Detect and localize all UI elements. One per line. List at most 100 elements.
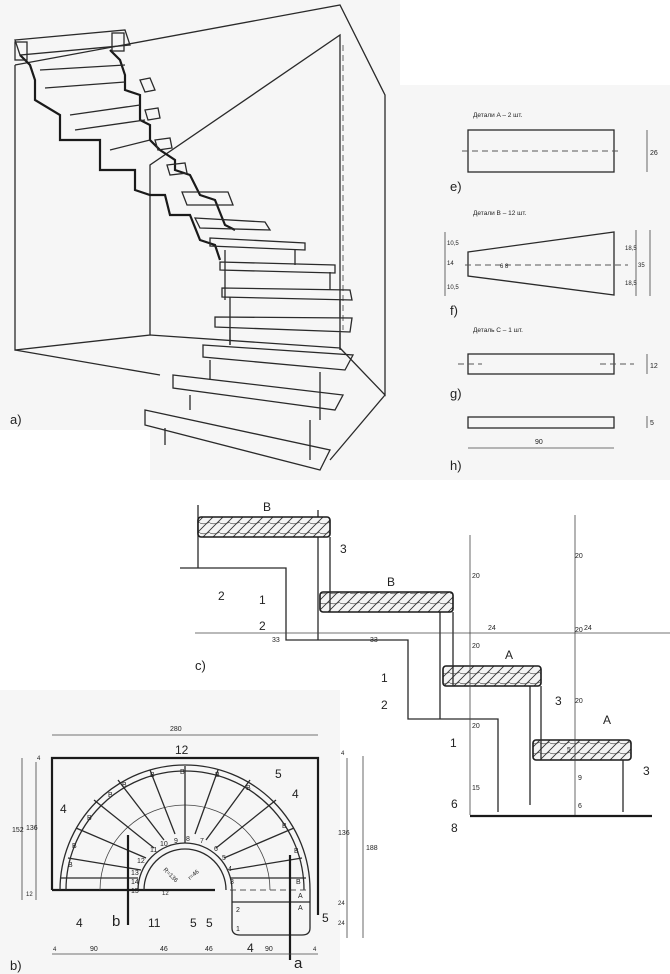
tread-letter-9: B xyxy=(246,785,251,792)
tread-letter-3: B xyxy=(87,815,92,822)
plan-callout-11: 11 xyxy=(148,916,161,930)
step-6: 6 xyxy=(214,846,218,853)
detail-g-title: Деталь C – 1 шт. xyxy=(473,327,523,334)
label-a: a) xyxy=(10,412,22,427)
tread-a-2 xyxy=(532,739,632,761)
detail-f-inner: 6 8 xyxy=(500,264,509,270)
tread-letter-2: B xyxy=(72,843,77,850)
section-tread-label-1: B xyxy=(263,500,271,514)
plan-view: 280 b xyxy=(0,690,378,974)
plan-callout-5: 5 xyxy=(275,767,282,781)
callout-8: 8 xyxy=(451,821,458,835)
step-12: 12 xyxy=(137,858,145,865)
tread-b-1 xyxy=(197,516,331,538)
step-9: 9 xyxy=(174,838,178,845)
label-h: h) xyxy=(450,458,462,473)
step-8: 8 xyxy=(186,836,190,843)
dim-24-a: 24 xyxy=(488,625,496,632)
detail-g-height: 12 xyxy=(650,363,658,370)
stair-treads xyxy=(39,64,355,471)
step-2: 2 xyxy=(236,907,240,914)
step-4: 4 xyxy=(228,866,232,873)
callout-1: 1 xyxy=(259,593,266,607)
plan-left-12: 12 xyxy=(26,892,33,898)
dim-20-d: 20 xyxy=(472,643,480,650)
plan-left-136: 136 xyxy=(26,825,38,832)
label-c: c) xyxy=(195,658,206,673)
callout-6: 6 xyxy=(451,797,458,811)
section-tread-label-3: A xyxy=(505,648,513,662)
step-1: 1 xyxy=(236,926,240,933)
detail-f-left-mid: 14 xyxy=(447,261,454,267)
tread-b-2 xyxy=(319,591,454,613)
section-view: B B A A 3 3 3 2 1 2 1 2 1 6 8 33 33 24 2… xyxy=(180,500,670,835)
label-f: f) xyxy=(450,303,458,318)
label-e: e) xyxy=(450,179,462,194)
detail-f-left-bot: 10,5 xyxy=(447,285,459,291)
perspective-view: a) xyxy=(0,0,400,480)
plan-bottom-4a: 4 xyxy=(53,947,57,953)
section-tread-label-2: B xyxy=(387,575,395,589)
step-14: 14 xyxy=(131,879,139,886)
callout-3: 3 xyxy=(340,542,347,556)
tread-letter-11: B xyxy=(294,848,299,855)
detail-f-right-bot: 18,5 xyxy=(625,281,637,287)
plan-callout-5b: 5 xyxy=(190,916,197,930)
tread-letter-7: B xyxy=(180,769,185,776)
dim-9: 9 xyxy=(578,775,582,782)
detail-h-length: 90 xyxy=(535,439,543,446)
inner-small-dim: 12 xyxy=(162,891,169,897)
dim-20-c: 20 xyxy=(575,627,583,634)
detail-e-title: Детали A – 2 шт. xyxy=(473,112,523,119)
tread-letter-12: B xyxy=(296,879,301,886)
step-3: 3 xyxy=(230,879,234,886)
plan-bottom-46b: 46 xyxy=(205,946,213,953)
step-13: 13 xyxy=(131,870,139,877)
plan-callout-5d: 5 xyxy=(322,911,329,925)
dim-33-b: 33 xyxy=(370,637,378,644)
dim-20-e: 20 xyxy=(472,723,480,730)
dim-33-a: 33 xyxy=(272,637,280,644)
plan-right-24b: 24 xyxy=(338,921,345,927)
plan-right-136: 136 xyxy=(338,830,350,837)
tread-letter-4: B xyxy=(108,792,113,799)
callout-2: 2 xyxy=(218,589,225,603)
callout-3c: 3 xyxy=(643,764,650,778)
plan-callout-12: 12 xyxy=(175,743,189,757)
section-mark-b: b xyxy=(112,913,120,930)
dim-15: 15 xyxy=(472,785,480,792)
detail-h-height: 5 xyxy=(650,420,654,427)
tread-letter-5: B xyxy=(122,782,127,789)
plan-bottom-90b: 90 xyxy=(265,946,273,953)
plan-right-188: 188 xyxy=(366,845,378,852)
dim-6: 6 xyxy=(578,803,582,810)
plan-left-4: 4 xyxy=(37,756,41,762)
tread-letter-14: A xyxy=(298,905,303,912)
dim-20-f: 20 xyxy=(575,698,583,705)
detail-e-height: 26 xyxy=(650,150,658,157)
tread-letter-6: B xyxy=(150,772,155,779)
plan-callout-5c: 5 xyxy=(206,916,213,930)
plan-callout-4d: 4 xyxy=(247,941,254,955)
step-11: 11 xyxy=(150,847,157,854)
plan-bottom-46a: 46 xyxy=(160,946,168,953)
tread-letter-8: B xyxy=(215,772,220,779)
callout-1b: 1 xyxy=(381,671,388,685)
step-10: 10 xyxy=(160,841,168,848)
plan-callout-4a: 4 xyxy=(60,802,67,816)
detail-f-right-top: 18,5 xyxy=(625,246,637,252)
tread-letter-13: A xyxy=(298,893,303,900)
plan-callout-4b: 4 xyxy=(292,787,299,801)
plan-bottom-90a: 90 xyxy=(90,946,98,953)
dim-20-b: 20 xyxy=(575,553,583,560)
section-tread-label-4: A xyxy=(603,713,611,727)
callout-2c: 2 xyxy=(381,698,388,712)
plan-callout-4c: 4 xyxy=(76,916,83,930)
plan-bottom-4b: 4 xyxy=(313,947,317,953)
plan-width-280: 280 xyxy=(170,726,182,733)
detail-f-title: Детали B – 12 шт. xyxy=(473,210,527,217)
detail-f-right-mid: 35 xyxy=(638,263,645,269)
tread-a-1 xyxy=(442,665,542,687)
step-7: 7 xyxy=(200,838,204,845)
